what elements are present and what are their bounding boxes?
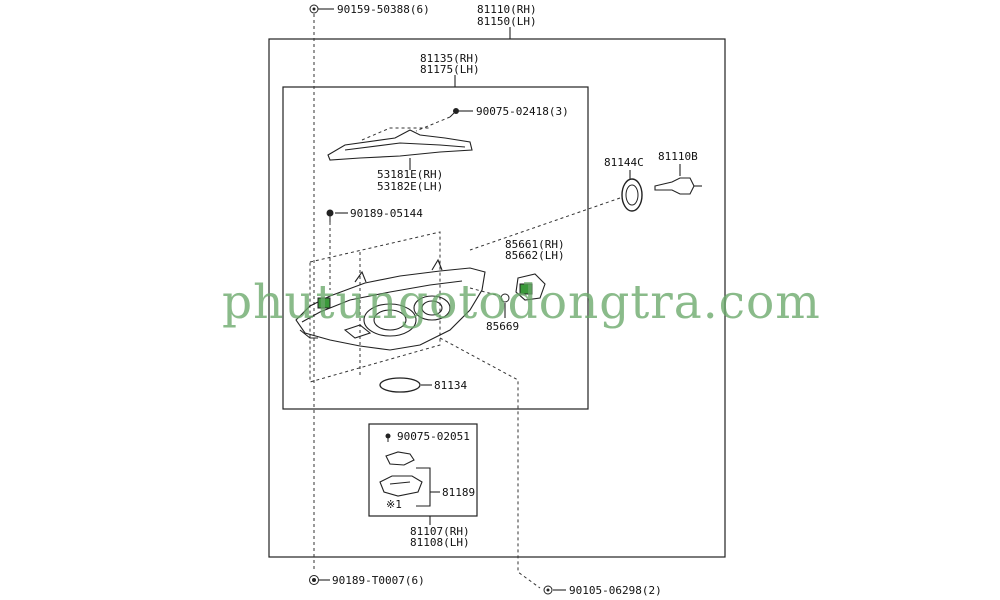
- kit-frame: [368, 423, 478, 517]
- label-bulb2-lh: 85662(LH): [505, 249, 565, 262]
- dashed-screw-bottom: [439, 337, 541, 589]
- headlamp-dashed-box: [309, 231, 441, 383]
- label-gasket: 81134: [434, 379, 467, 392]
- label-bulb: 81110B: [658, 150, 698, 163]
- label-kit-rh: 81107(RH): [410, 525, 470, 538]
- label-bulb2-rh: 85661(RH): [505, 238, 565, 251]
- label-clip: 90189-05144: [350, 207, 423, 220]
- gasket-icon: [379, 377, 421, 393]
- screw-top-icon: [309, 4, 319, 14]
- label-cover-rh: 53181E(RH): [377, 168, 443, 181]
- bulb2-icon: [515, 273, 546, 301]
- screw-cover-icon: [449, 108, 459, 118]
- bracket-lower-icon: [379, 475, 423, 497]
- label-bracket: 81189: [442, 486, 475, 499]
- label-cover-lh: 53182E(LH): [377, 180, 443, 193]
- label-screw-kit: 90075-02051: [397, 430, 470, 443]
- label-screw-cover: 90075-02418(3): [476, 105, 569, 118]
- headlamp-unit: [295, 258, 486, 351]
- housing-frame: [282, 86, 589, 410]
- label-screw-top: 90159-50388(6): [337, 3, 430, 16]
- label-clip-bottom: 90189-T0007(6): [332, 574, 425, 587]
- bulb-icon: [654, 177, 702, 195]
- dashed-socket: [469, 197, 621, 251]
- label-housing-rh: 81135(RH): [420, 52, 480, 65]
- label-kit-lh: 81108(LH): [410, 536, 470, 549]
- watermark-text: phutungotodongtra.com: [222, 275, 821, 330]
- assembly-frame: [268, 38, 726, 558]
- bracket-upper-icon: [385, 451, 415, 466]
- screw-bottom-icon: [543, 585, 553, 595]
- label-note: ※1: [386, 498, 402, 511]
- clip-icon: [326, 209, 334, 222]
- grommet-icon: [500, 293, 510, 303]
- label-housing-lh: 81175(LH): [420, 63, 480, 76]
- socket-icon: [621, 178, 643, 212]
- label-assembly-rh: 81110(RH): [477, 3, 537, 16]
- label-grommet: 85669: [486, 320, 519, 333]
- label-screw-bottom: 90105-06298(2): [569, 584, 662, 597]
- screw-kit-icon: [385, 433, 391, 442]
- label-socket: 81144C: [604, 156, 644, 169]
- label-assembly-lh: 81150(LH): [477, 15, 537, 28]
- clip-bottom-icon: [309, 575, 319, 585]
- cover-part: [327, 127, 473, 161]
